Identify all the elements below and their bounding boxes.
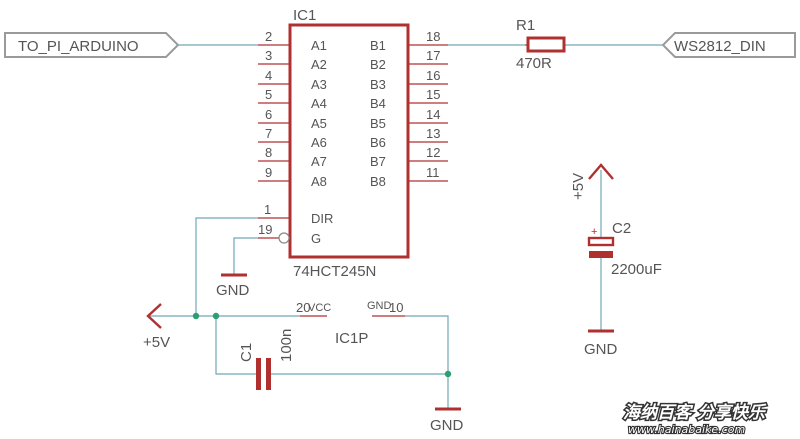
ic1-pin-b6-num: 13 (426, 126, 440, 141)
wires (150, 44, 663, 408)
ic1-pin-dir-name: DIR (311, 211, 333, 226)
power-5v-left-label: +5V (143, 334, 170, 351)
ic1-pin-a8-name: A8 (311, 174, 327, 189)
gnd-c2: GND (584, 329, 618, 358)
ic1-pin-b3-num: 16 (426, 68, 440, 83)
port-ws2812-din-frame (661, 32, 796, 58)
ic1-pin-g-num: 19 (258, 222, 272, 237)
ic1-symbol: IC1 74HCT245N 2A1 3A2 4A3 5A4 6A5 7A6 8A7 9A8 1… (258, 7, 448, 280)
c1-plate-left (256, 358, 261, 390)
junctions (192, 312, 452, 378)
ic1-pin-b8-num: 11 (426, 165, 440, 180)
junction-dir-5v (192, 312, 200, 320)
ic1-left-pins: 2A1 3A2 4A3 5A4 6A5 7A6 8A7 9A8 (258, 29, 327, 189)
gnd-bottom: GND (430, 407, 464, 434)
c2-symbol: + C2 2200uF (587, 220, 662, 278)
ic1-pin-a2-name: A2 (311, 57, 327, 72)
ic1-pin-b1-num: 18 (426, 29, 440, 44)
ic1-pin-a1-name: A1 (311, 38, 327, 53)
ic1-pin-a7-num: 8 (265, 145, 272, 160)
ic1-pin-b3-name: B3 (370, 77, 386, 92)
wire-g (233, 237, 258, 274)
ic1-pin-a3-num: 4 (265, 68, 272, 83)
c1-plate-right (266, 358, 271, 390)
ic1-pin-b7-name: B7 (370, 154, 386, 169)
ic1-pin-dir-num: 1 (264, 202, 271, 217)
ic1-pin-a1-num: 2 (265, 29, 272, 44)
wire-c1-left (215, 316, 258, 375)
power-5v-c2-label: +5V (570, 173, 587, 200)
r1-symbol: R1 470R (516, 17, 566, 72)
ic1-pin-a4-num: 5 (265, 87, 272, 102)
c2-plate-negative (589, 251, 613, 258)
watermark-url: www.hainabaike.com (628, 423, 745, 436)
port-ws2812-din: WS2812_DIN (661, 32, 796, 58)
ic1-pin-a5-num: 6 (265, 107, 272, 122)
ic1-value: 74HCT245N (293, 263, 376, 280)
ic1-pin-b5-num: 14 (426, 107, 440, 122)
c2-polarity: + (591, 226, 597, 238)
ic1-pin-a7-name: A7 (311, 154, 327, 169)
power-5v-c2-arrow (588, 163, 614, 180)
ic1-pin-b5-name: B5 (370, 116, 386, 131)
watermark-text: 海纳百客 分享快乐 (623, 403, 767, 423)
port-to-pi-arduino-frame (4, 32, 180, 58)
c1-ref: C1 (238, 343, 255, 362)
c1-symbol: C1 100n (238, 329, 295, 390)
ic1p-gnd-name: GND (367, 300, 392, 312)
ic1p-symbol: 20 VCC GND 10 IC1P (296, 300, 405, 347)
gnd-g: GND (216, 273, 250, 299)
c1-value: 100n (278, 329, 295, 362)
ic1-pin-b1-name: B1 (370, 38, 386, 53)
gnd-g-label: GND (216, 282, 250, 299)
ic1p-vcc-num: 20 (296, 300, 310, 315)
ic1-pin-b4-num: 15 (426, 87, 440, 102)
ic1-pin-g-name: G (311, 231, 321, 246)
ic1-pin-b4-name: B4 (370, 96, 386, 111)
power-5v-left: +5V (143, 303, 170, 351)
power-5v-left-arrow (146, 303, 162, 329)
c2-value: 2200uF (611, 261, 662, 278)
ic1-pin-a6-num: 7 (265, 126, 272, 141)
ic1-pin-a5-name: A5 (311, 116, 327, 131)
ic1-pin-b2-name: B2 (370, 57, 386, 72)
ic1-pin-a6-name: A6 (311, 135, 327, 150)
wire-gnd-pin (405, 315, 449, 408)
gnd-bottom-label: GND (430, 417, 464, 434)
ic1-pin-a2-num: 3 (265, 48, 272, 63)
gnd-c2-label: GND (584, 341, 618, 358)
c2-ref: C2 (612, 220, 631, 237)
port-to-pi-arduino: TO_PI_ARDUINO (4, 32, 180, 58)
ic1-pin-b7-num: 12 (426, 145, 440, 160)
ic1p-gnd-num: 10 (389, 300, 403, 315)
ic1-pin-a3-name: A3 (311, 77, 327, 92)
power-5v-c2: +5V (570, 163, 614, 200)
ic1-pin-b8-name: B8 (370, 174, 386, 189)
ic1-pin-g-bubble (278, 232, 290, 244)
r1-ref: R1 (516, 17, 535, 34)
junction-c1-gnd (444, 370, 452, 378)
ic1-pin-a4-name: A4 (311, 96, 327, 111)
watermark: 海纳百客 分享快乐 www.hainabaike.com (622, 402, 769, 438)
ic1p-vcc-name: VCC (308, 302, 331, 314)
ic1-ref: IC1 (293, 7, 316, 24)
wire-dir (195, 217, 258, 316)
c2-plate-positive (587, 236, 615, 247)
ic1-body (288, 23, 410, 259)
ic1-pin-b6-name: B6 (370, 135, 386, 150)
ic1-pin-a8-num: 9 (265, 165, 272, 180)
ic1p-ref: IC1P (335, 330, 368, 347)
port-to-pi-arduino-label: TO_PI_ARDUINO (18, 38, 139, 55)
r1-body (526, 36, 566, 53)
junction-c1-5v (212, 312, 220, 320)
ic1-pin-b2-num: 17 (426, 48, 440, 63)
r1-value: 470R (516, 55, 552, 72)
port-ws2812-din-label: WS2812_DIN (674, 38, 766, 55)
